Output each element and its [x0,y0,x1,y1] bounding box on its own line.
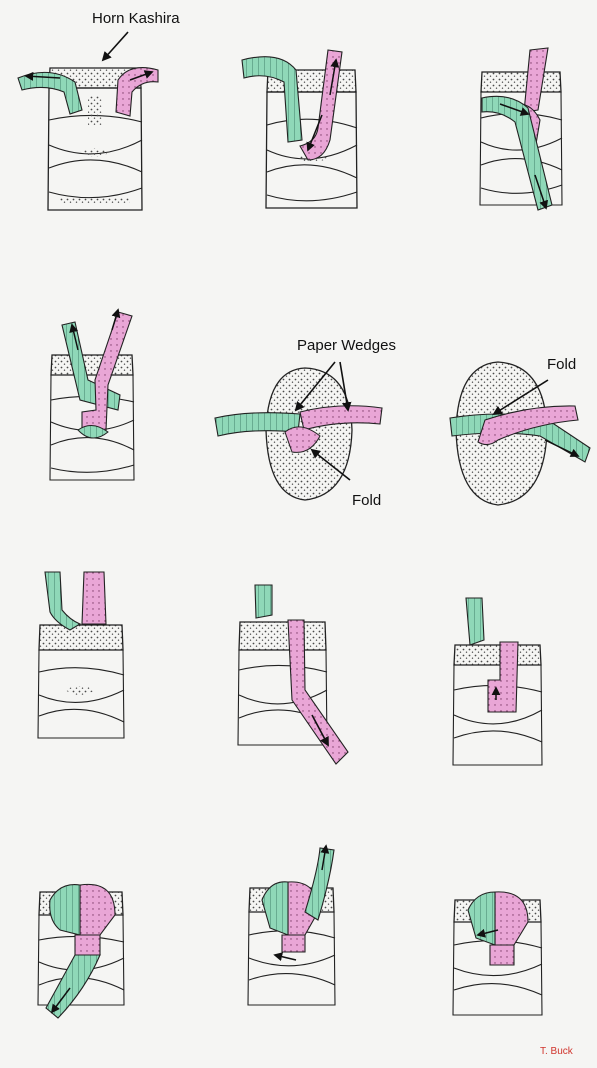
step-7-figure [38,572,124,738]
fold-label-right: Fold [547,356,576,373]
horn-kashira-label: Horn Kashira [92,10,180,27]
step-11-figure [248,846,335,1005]
step-4-figure [50,310,134,480]
step-3-figure [480,48,562,210]
step-10-figure [38,884,124,1018]
step-2-figure [242,50,357,208]
fold-label-center: Fold [352,492,381,509]
paper-wedges-label: Paper Wedges [297,337,396,354]
step-8-figure [238,585,348,764]
step-9-figure [453,598,542,765]
step-5-figure [215,362,382,500]
step-12-figure [453,892,542,1015]
artist-signature: T. Buck [540,1046,573,1057]
step-6-figure [450,362,590,505]
step-1-figure [18,32,158,210]
